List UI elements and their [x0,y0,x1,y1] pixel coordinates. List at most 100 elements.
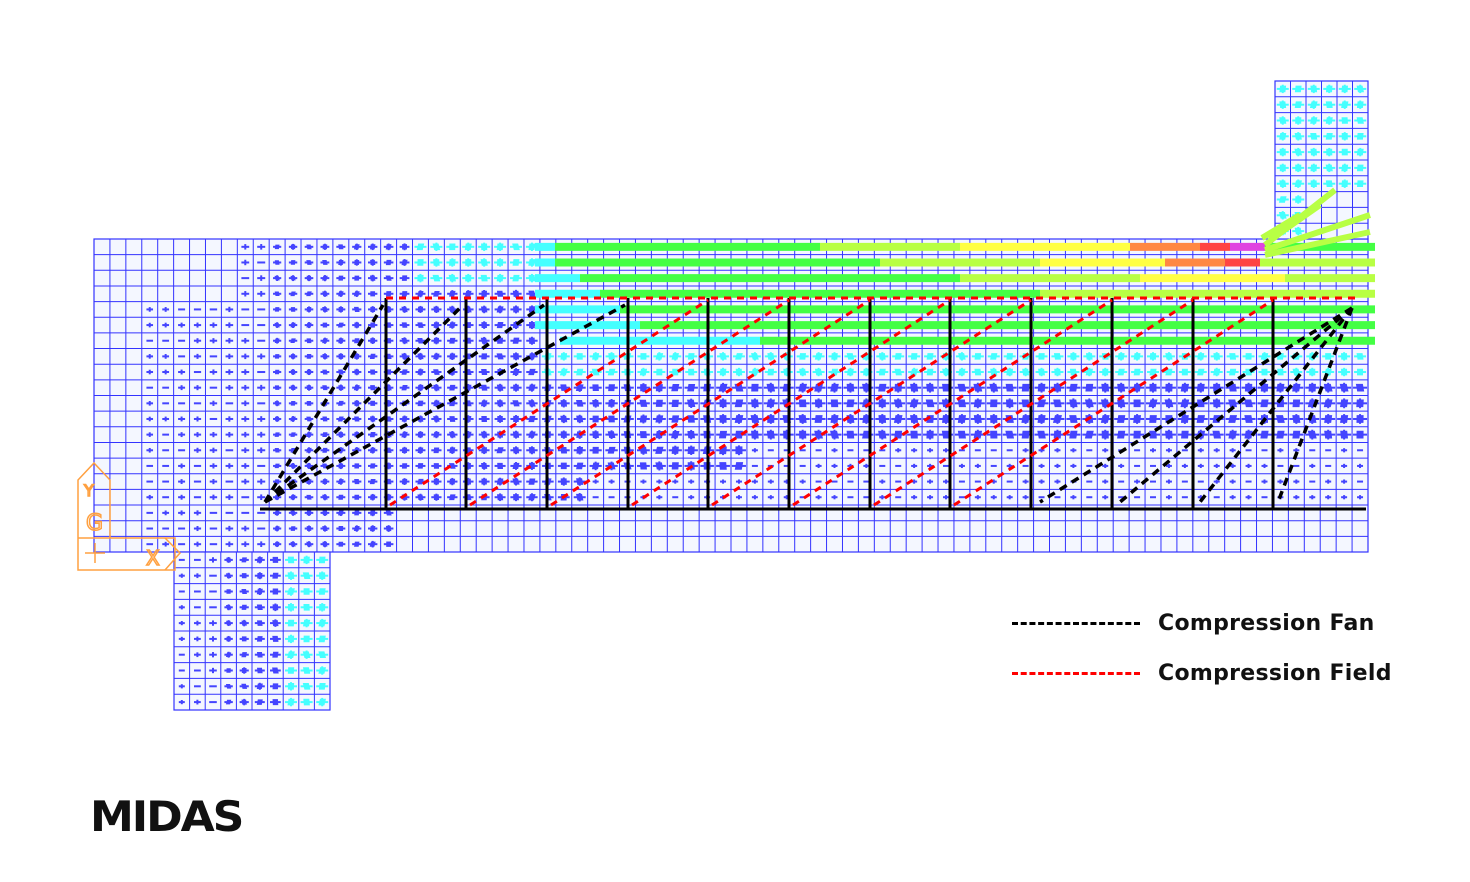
stress-vector-body [1165,368,1173,376]
stress-vector-body [671,353,679,360]
stress-vector [971,353,984,360]
stress-vector [415,463,426,469]
stress-vector [320,385,330,391]
stress-vector-body [1180,383,1190,392]
stress-vector-body [318,619,326,627]
stress-vector-body [862,415,871,423]
stress-vector [239,604,249,610]
stress-vector [494,258,507,267]
stress-vector-body [226,620,232,626]
stress-vector-body [272,683,279,690]
stress-vector [336,431,346,438]
stress-vector [767,495,774,500]
stress-vector-body [1355,383,1365,392]
stress-vector-body [449,290,456,297]
stress-vector [430,242,443,252]
stress-vector [273,432,282,437]
stress-vector-body [1310,133,1318,140]
stress-vector-body [1356,415,1364,423]
stress-vector-body [272,699,279,706]
stress-vector [1082,430,1097,439]
stress-vector-body [354,275,360,281]
stress-vector [209,636,217,642]
stress-vector-body [256,557,263,563]
stress-vector [1066,430,1081,439]
stress-vector [367,353,378,359]
stress-vector-body [225,683,232,689]
stress-vector [1178,368,1191,376]
stress-vector [986,382,1001,393]
stress-vector [1277,479,1284,484]
stress-vector-body [417,431,424,438]
stress-vector [209,557,217,563]
stress-vector [320,369,330,375]
stress-vector-body [513,415,519,423]
stress-vector [605,398,618,408]
stress-vector-body [497,337,504,344]
compression-fan-strut [263,303,546,504]
stress-vector-body [306,463,312,469]
stress-vector-body [767,353,775,360]
stress-vector [795,382,810,393]
stress-vector-body [1117,383,1126,392]
stress-vector-body [322,369,328,375]
stress-vector-body [272,635,279,642]
stress-vector [178,510,186,516]
stress-vector-body [370,275,376,281]
stress-vector [367,509,378,517]
stress-vector [557,384,570,391]
stress-vector [1323,163,1336,173]
stress-vector [924,353,937,360]
stress-vector [1292,132,1305,141]
stress-vector-body [830,368,839,376]
stress-vector [763,382,778,393]
stress-vector-body [974,368,982,376]
stress-vector [146,432,154,437]
stress-vector [446,243,459,251]
stress-vector [352,463,362,469]
stress-vector-body [814,353,823,360]
stress-vector [399,322,410,328]
stress-vector [352,368,362,376]
stress-vector [225,541,234,547]
stress-vector-body [303,588,310,595]
stress-vector [637,367,650,377]
stress-vector [688,495,695,500]
stress-vector-body [1181,430,1189,439]
stress-vector [399,369,410,375]
stress-vector [986,414,1001,424]
stress-vector [1165,463,1172,469]
stress-vector [827,414,842,424]
stress-vector-body [318,588,326,595]
stress-vector-body [303,698,310,706]
compression-field-strut [792,298,1113,507]
stress-vector [1292,101,1305,109]
stress-vector-body [322,432,328,438]
stress-vector [1130,399,1145,408]
stress-vector-body [290,369,296,375]
stress-vector-body [1292,368,1301,376]
stress-vector-body [338,494,344,500]
stress-vector [224,589,233,594]
stress-vector-body [750,415,760,423]
stress-vector-body [639,431,647,439]
stress-vector [1276,147,1289,157]
stress-vector-body [751,353,759,360]
stress-vector-body [1196,383,1205,392]
stress-vector-body [1292,430,1301,439]
stress-vector [162,353,170,359]
stress-vector-body [973,430,983,439]
stress-vector [257,478,266,485]
stress-vector-body [354,541,360,547]
stress-vector [399,431,410,439]
stress-vector [304,354,314,359]
stress-vector [270,603,281,612]
stress-vector [1289,430,1304,439]
stress-vector [811,382,826,393]
stress-vector [193,353,202,359]
stress-vector-body [290,385,296,390]
stress-vector [1338,100,1351,109]
stress-vector-body [1053,383,1062,392]
stress-vector [1161,398,1176,409]
stress-vector-body [1356,148,1364,156]
